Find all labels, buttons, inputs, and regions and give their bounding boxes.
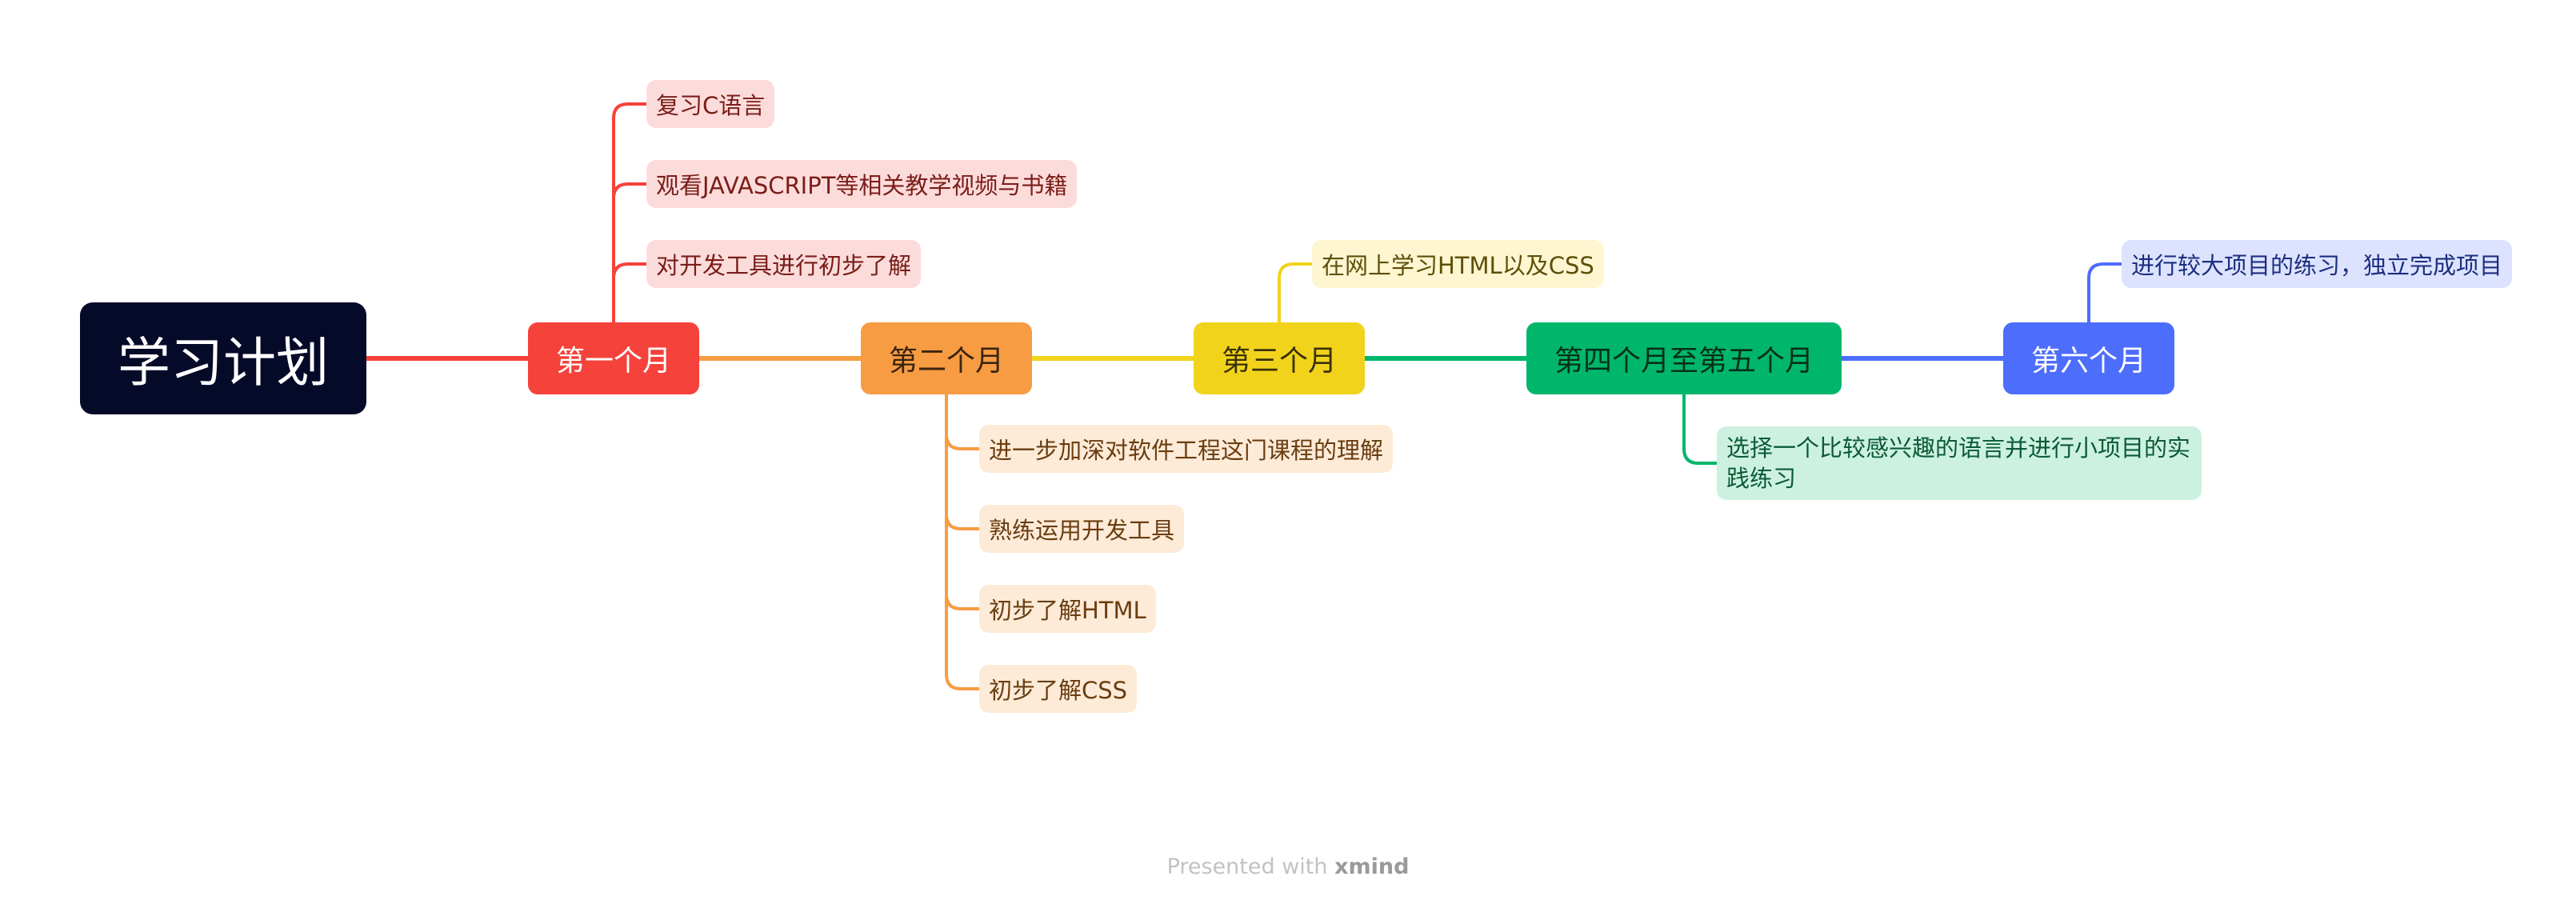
- root-topic[interactable]: 学习计划: [80, 302, 366, 414]
- subtopic-learn-html-css-online[interactable]: 在网上学习HTML以及CSS: [1312, 240, 1604, 288]
- connector-month1-children: [612, 102, 646, 322]
- topic-month-6[interactable]: 第六个月: [2003, 322, 2174, 394]
- subtopic-language-project-practice[interactable]: 选择一个比较感兴趣的语言并进行小项目的实践练习: [1717, 426, 2202, 500]
- subtopic-html-intro[interactable]: 初步了解HTML: [979, 585, 1156, 633]
- subtopic-master-dev-tools[interactable]: 熟练运用开发工具: [979, 505, 1185, 553]
- connector-month3-children: [1278, 262, 1312, 322]
- topic-month-4-5[interactable]: 第四个月至第五个月: [1526, 322, 1842, 394]
- subtopic-software-engineering[interactable]: 进一步加深对软件工程这门课程的理解: [979, 425, 1394, 473]
- footer-prefix: Presented with: [1166, 854, 1328, 879]
- topic-month-2[interactable]: 第二个月: [861, 322, 1032, 394]
- subtopic-large-project[interactable]: 进行较大项目的练习，独立完成项目: [2122, 240, 2513, 288]
- subtopic-watch-javascript[interactable]: 观看JAVASCRIPT等相关教学视频与书籍: [646, 160, 1078, 208]
- subtopic-dev-tools-intro[interactable]: 对开发工具进行初步了解: [646, 240, 922, 288]
- connector-month6-children: [2087, 262, 2122, 322]
- connector-month45-children: [1682, 394, 1717, 465]
- topic-month-1[interactable]: 第一个月: [528, 322, 699, 394]
- subtopic-css-intro[interactable]: 初步了解CSS: [979, 665, 1138, 713]
- presented-with-footer: Presented with xmind: [0, 854, 2576, 879]
- connector-month2-children: [945, 394, 979, 690]
- subtopic-review-c[interactable]: 复习C语言: [646, 80, 775, 128]
- topic-month-3[interactable]: 第三个月: [1194, 322, 1365, 394]
- xmind-logo-text: xmind: [1334, 854, 1410, 879]
